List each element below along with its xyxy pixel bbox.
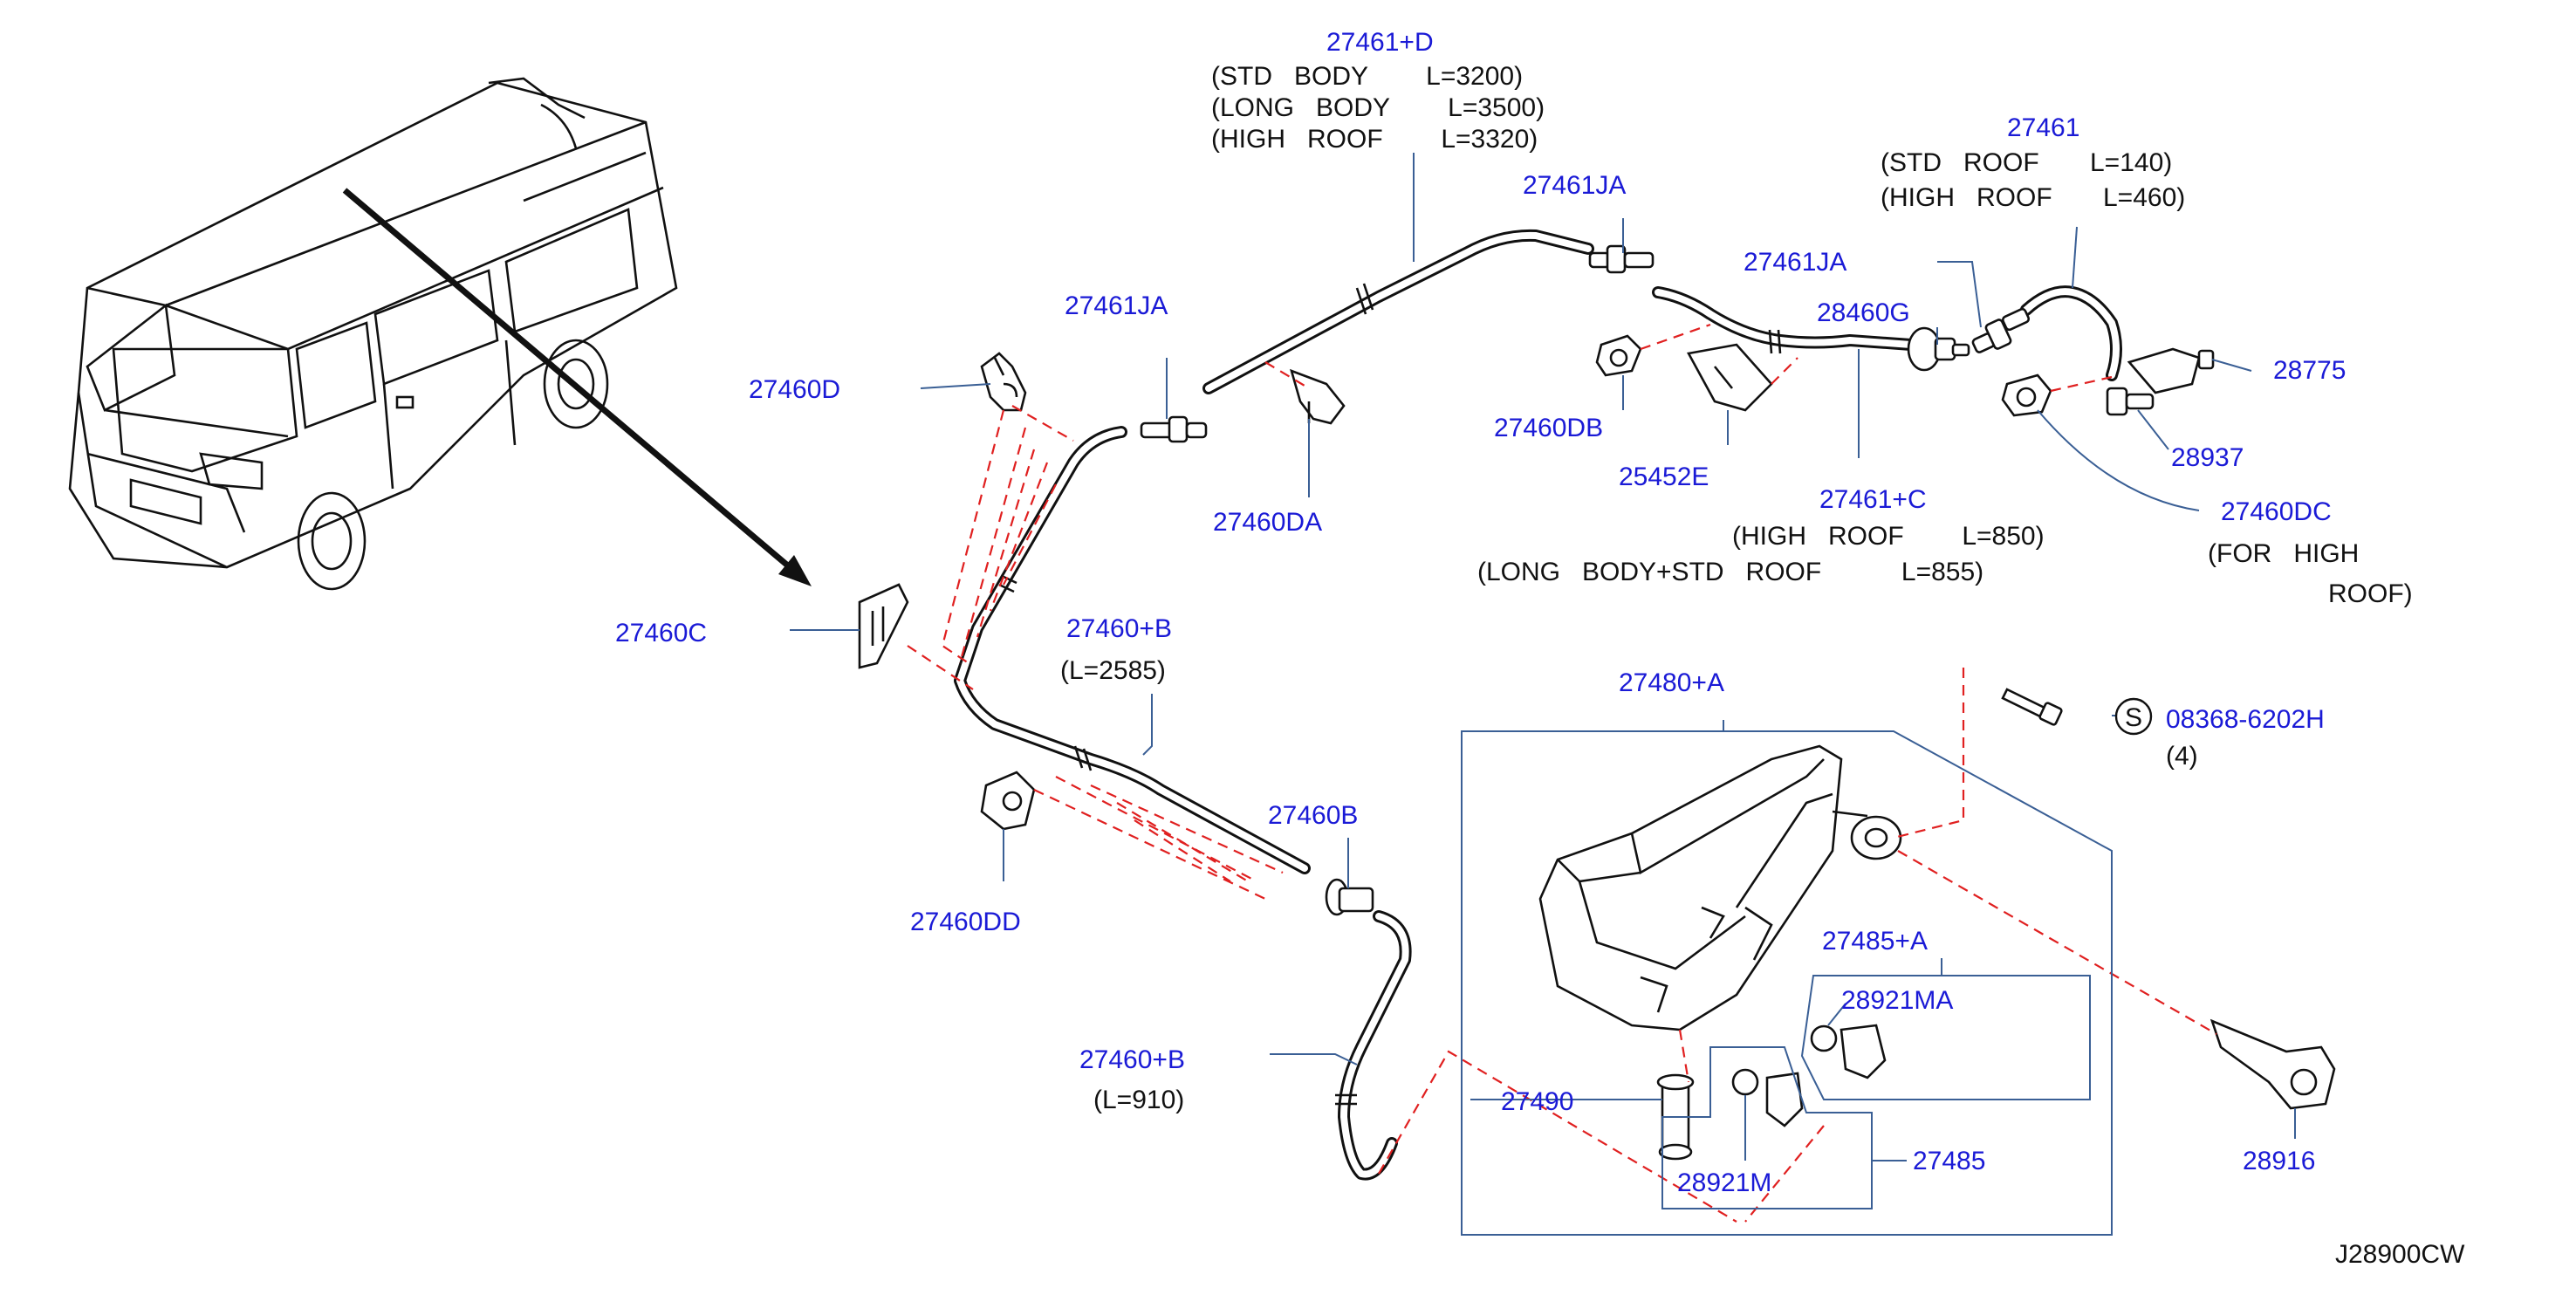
note-27461D-high-roof: (HIGH ROOF L=3320) — [1211, 125, 1538, 154]
label-27460D: 27460D — [749, 375, 840, 404]
label-28916: 28916 — [2243, 1147, 2315, 1175]
hose-27460B-main — [954, 426, 1311, 874]
label-28775: 28775 — [2273, 356, 2346, 385]
pump-28921M — [1731, 1068, 1804, 1127]
label-27460B: 27460B — [1268, 801, 1358, 830]
label-28921M: 28921M — [1677, 1168, 1771, 1197]
washer-tank-27480A — [1538, 744, 1902, 1031]
label-27460B-main: 27460+B — [1066, 614, 1172, 643]
note-27461D-long-body: (LONG BODY L=3500) — [1211, 93, 1545, 122]
label-28460G: 28460G — [1817, 298, 1910, 327]
clip-27460DB — [1595, 334, 1642, 377]
clip-27460DA — [1290, 368, 1346, 425]
label-27461JA-right: 27461JA — [1744, 248, 1846, 277]
labels: 27461+D (STD BODY L=3200) (LONG BODY L=3… — [615, 28, 2465, 1269]
joint-27461JA-right — [1971, 307, 2031, 353]
hose-27461 — [2020, 285, 2122, 381]
connector-28937 — [2106, 387, 2155, 416]
label-27461: 27461 — [2007, 113, 2079, 142]
note-27460B-main-length: (L=2585) — [1060, 656, 1166, 685]
label-27480A: 27480+A — [1619, 668, 1724, 697]
note-08368-qty: (4) — [2166, 742, 2198, 771]
label-27460B-lower: 27460+B — [1079, 1045, 1185, 1074]
label-28921MA: 28921MA — [1841, 986, 1953, 1015]
note-27460B-lower-length: (L=910) — [1093, 1086, 1184, 1114]
label-27461JA-top: 27461JA — [1523, 171, 1626, 200]
note-27461-std-roof: (STD ROOF L=140) — [1881, 148, 2172, 177]
hose-27460B-lower — [1338, 910, 1412, 1181]
joint-27461JA-left — [1140, 415, 1208, 443]
label-27460DA: 27460DA — [1213, 508, 1322, 537]
filler-cap-28916 — [2209, 1018, 2336, 1110]
label-27460DC: 27460DC — [2221, 497, 2332, 526]
label-27460DD: 27460DD — [910, 908, 1021, 936]
label-27461C: 27461+C — [1819, 485, 1927, 514]
label-08368-6202H: 08368-6202H — [2166, 705, 2325, 734]
note-27461-high-roof: (HIGH ROOF L=460) — [1881, 183, 2185, 212]
joint-27460B — [1325, 878, 1374, 916]
clip-27460D — [980, 352, 1027, 412]
note-27460DC-for-high: (FOR HIGH — [2208, 539, 2359, 568]
bolt-symbol: S — [2114, 697, 2153, 736]
clip-25452E — [1686, 343, 1773, 412]
pump-28921MA — [1810, 1024, 1887, 1079]
dashed-connectors — [907, 323, 2217, 1223]
label-27460DB: 27460DB — [1494, 414, 1603, 442]
bolt-08368-6202H — [2001, 688, 2063, 726]
clip-27460DC — [2001, 373, 2052, 417]
note-27461C-high-roof: (HIGH ROOF L=850) — [1732, 522, 2045, 551]
check-valve-28460G — [1907, 326, 1970, 372]
joint-27461JA-top — [1588, 244, 1655, 274]
van-illustration — [68, 77, 678, 591]
diagram-code: J28900CW — [2335, 1240, 2465, 1269]
nozzle-28775 — [2127, 347, 2215, 394]
label-27461D: 27461+D — [1326, 28, 1434, 57]
note-27461C-long-body: (LONG BODY+STD ROOF L=855) — [1477, 558, 1983, 586]
hose-27461C — [1652, 286, 1917, 351]
bolt-symbol-letter: S — [2125, 703, 2142, 732]
hose-27461D — [1202, 229, 1594, 394]
note-27460DC-roof: ROOF) — [2328, 579, 2413, 608]
label-27490: 27490 — [1501, 1087, 1573, 1116]
label-25452E: 25452E — [1619, 462, 1709, 491]
clip-27460DD — [980, 771, 1036, 831]
label-27460C: 27460C — [615, 619, 707, 648]
label-27485A: 27485+A — [1822, 927, 1928, 956]
label-27461JA-left: 27461JA — [1065, 291, 1168, 320]
clip-27460C — [858, 583, 909, 669]
leader-lines — [790, 153, 2296, 1236]
label-28937: 28937 — [2171, 443, 2244, 472]
label-27485: 27485 — [1913, 1147, 1985, 1175]
note-27461D-std-body: (STD BODY L=3200) — [1211, 62, 1523, 91]
location-arrow — [342, 188, 812, 586]
